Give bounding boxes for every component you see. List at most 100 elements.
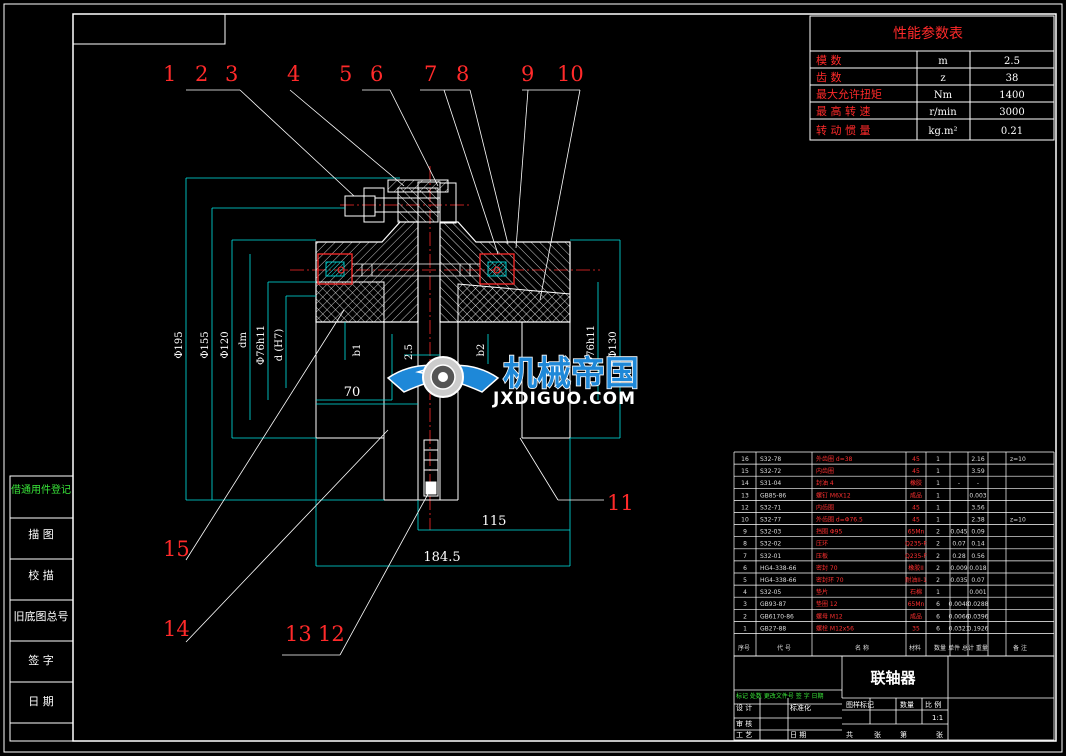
bom-cell-material: 65Mn	[908, 529, 925, 536]
bom-cell-material: 石棉	[910, 588, 922, 596]
callout-11: 11	[607, 491, 634, 515]
bom-cell-unit-weight: 0.009	[950, 565, 967, 572]
scale-value: 1:1	[932, 714, 943, 722]
bom-cell-total-weight: 0.09	[971, 529, 985, 536]
panel-item-old-drawing-no: 旧底图总号	[14, 609, 69, 623]
bom-cell-name: 压板	[816, 552, 828, 560]
panel-item-date: 日 期	[28, 695, 54, 708]
bom-cell-total-weight: 0.56	[971, 553, 985, 560]
bom-cell-name: 挡圈 Φ95	[816, 528, 842, 536]
callout-6: 6	[370, 62, 383, 86]
callout-2: 2	[195, 62, 208, 86]
performance-row-inertia: 转 动 惯 量 kg.m² 0.21	[816, 123, 1023, 137]
callout-14: 14	[163, 617, 190, 641]
panel-item-checking: 校 描	[28, 568, 54, 582]
performance-row-max-speed: 最 高 转 速 r/min 3000	[816, 104, 1025, 118]
performance-row-module: 模 数 m 2.5	[816, 54, 1020, 67]
label-total: 共	[846, 730, 853, 739]
bom-cell-no: 3	[743, 601, 747, 608]
gear-teeth	[352, 263, 480, 277]
header-scale: 比 例	[925, 700, 941, 709]
bom-cell-no: 2	[743, 613, 747, 620]
label-standard: 标准化	[790, 703, 811, 712]
bom-cell-name: 密封环 70	[816, 576, 844, 584]
callout-13: 13	[285, 622, 312, 646]
dimension-lines	[185, 177, 621, 567]
performance-row-name: 模 数	[816, 54, 842, 67]
label-sheet: 第	[900, 730, 907, 739]
bom-cell-total-weight: -	[977, 480, 979, 487]
panel-item-signature: 签 字	[28, 653, 54, 667]
bom-cell-qty: 1	[936, 589, 940, 596]
bom-cell-code: GB27-88	[760, 625, 786, 632]
bom-cell-qty: 2	[936, 577, 940, 584]
bom-cell-material: 45	[912, 504, 920, 511]
dim-d195: Φ195	[174, 331, 185, 358]
part-callouts: 1 2 3 4 5 6 7 8 9 10 11 12 13 14 15	[163, 62, 634, 646]
bom-cell-material: Q235-F	[905, 553, 927, 560]
bom-cell-unit-weight: 0.035	[950, 577, 967, 584]
callout-1: 1	[163, 62, 176, 86]
bom-cell-name: 密封 70	[816, 564, 838, 572]
outer-border	[3, 3, 1063, 753]
callout-10: 10	[557, 62, 584, 86]
bom-cell-no: 6	[743, 565, 747, 572]
bom-cell-no: 4	[743, 589, 747, 596]
bom-cell-unit-weight: 0.28	[952, 553, 966, 560]
label-page: 张	[874, 730, 881, 739]
bom-cell-qty: 6	[936, 613, 940, 620]
bom-cell-name: 内齿圈	[816, 467, 834, 475]
bom-cell-unit-weight: 0.0321	[949, 625, 970, 632]
bom-cell-material: 45	[912, 517, 920, 524]
dim-len115: 115	[482, 514, 507, 529]
header-qty: 数量	[900, 700, 914, 709]
dim-d130: Φ130	[608, 331, 619, 358]
callout-3: 3	[225, 62, 238, 86]
label-craft: 工 艺	[736, 731, 752, 739]
dim-len184: 184.5	[423, 550, 460, 565]
bom-cell-code: S32-71	[760, 504, 781, 511]
bom-cell-no: 14	[741, 480, 749, 487]
bom-cell-total-weight: 0.1926	[968, 625, 989, 632]
dim-d120: Φ120	[220, 331, 231, 358]
bom-cell-total-weight: 0.003	[969, 492, 986, 499]
callout-5: 5	[339, 62, 352, 86]
bom-header-name: 名 称	[855, 644, 869, 652]
bom-cell-qty: 1	[936, 480, 940, 487]
panel-item-general-parts: 借通用件登记	[11, 483, 71, 496]
dim-len70: 70	[344, 385, 361, 400]
callout-15: 15	[163, 537, 190, 561]
bom-cell-qty: 2	[936, 553, 940, 560]
bom-cell-name: 螺母 M12	[816, 612, 843, 620]
bom-cell-material: 橡胶II	[908, 564, 924, 572]
bom-cell-no: 15	[741, 468, 749, 475]
bom-header-qty: 数量	[934, 644, 946, 652]
performance-row-value: 38	[1006, 73, 1019, 84]
dim-dm: dm	[238, 332, 249, 348]
callout-12: 12	[318, 622, 345, 646]
dimension-texts: Φ195 Φ155 Φ120 dm Φ76h11 d (H7) b1 b2 2.…	[174, 325, 619, 565]
dim-gap: 2.5	[404, 344, 415, 360]
performance-table: 性能参数表 模 数 m 2.5 齿 数 z 38 最大允许扭矩 Nm 1400 …	[809, 15, 1055, 141]
bom-cell-name: 螺钉 M6X12	[816, 491, 851, 499]
bom-cell-total-weight: 0.07	[971, 577, 985, 584]
set-screw	[423, 439, 439, 497]
bom-cell-code: S31-04	[760, 480, 781, 487]
bom-cell-material: 成品	[910, 612, 922, 620]
bom-cell-name: 内齿圈	[816, 503, 834, 511]
bom-cell-name: 垫片	[816, 588, 828, 596]
dim-d76h11-left: Φ76h11	[256, 325, 267, 365]
bom-cell-name: 封油 4	[816, 479, 834, 487]
watermark-text: 机械帝国	[503, 354, 639, 394]
bom-cell-note: z=10	[1010, 456, 1026, 463]
bom-cell-total-weight: 3.56	[971, 504, 985, 511]
performance-row-symbol: m	[938, 56, 948, 67]
inner-border	[72, 13, 1057, 742]
